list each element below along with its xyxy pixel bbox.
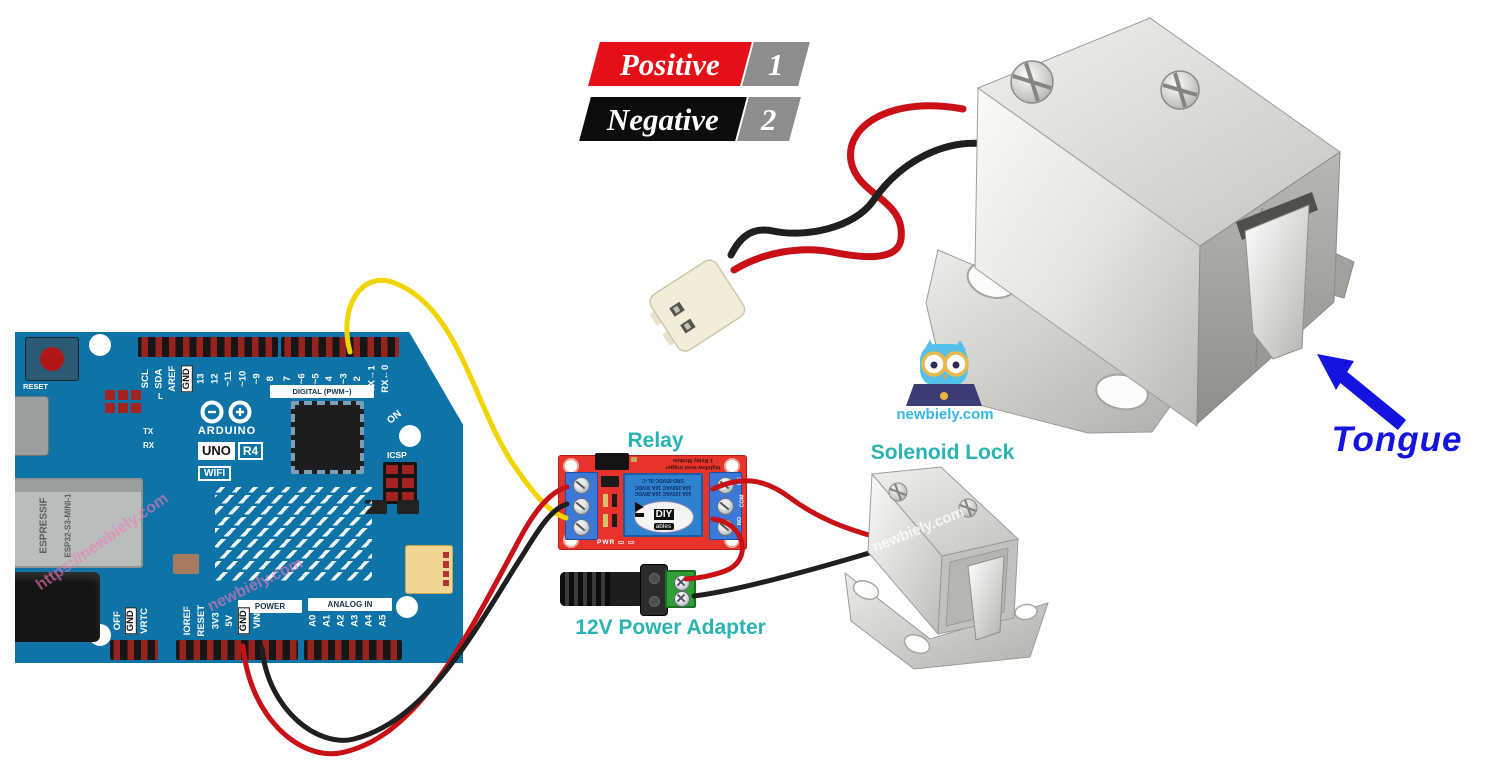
bottom-header-analog <box>304 640 402 660</box>
input-terminal-block <box>565 472 598 540</box>
positive-pin-box: 1 <box>742 42 810 86</box>
arduino-infinity-logo <box>200 400 252 424</box>
bottom-header-left <box>110 640 158 660</box>
bracket-hole <box>1014 603 1038 621</box>
mounting-hole <box>396 596 418 618</box>
power-adapter-jack <box>560 563 696 616</box>
power-strip-label: POWER <box>238 600 302 613</box>
resistor <box>612 494 617 507</box>
screw-icon <box>888 482 908 502</box>
diyables-glyph <box>635 502 644 517</box>
signal-wire-yellow <box>344 277 569 521</box>
adapter-annotation: 12V Power Adapter <box>575 616 766 639</box>
ic-chip <box>601 476 619 487</box>
led-l-label: L <box>158 392 163 401</box>
pwr-label: PWR ▭ ▭ <box>597 539 636 546</box>
big-lock-red-wire <box>730 102 967 274</box>
arduino-wordmark: ARDUINO <box>197 425 257 437</box>
positive-badge: Positive 1 <box>588 42 810 86</box>
screw-icon <box>573 519 590 536</box>
jumper <box>595 453 629 470</box>
qwiic-connector <box>405 545 453 594</box>
small-lock-tongue <box>967 555 1005 641</box>
screw-icon <box>674 591 690 607</box>
pad-grid <box>105 390 141 413</box>
analog-strip-label: ANALOG IN <box>308 598 392 611</box>
newbiely-site-label: newbiely.com <box>896 406 994 423</box>
jumper-pin <box>631 457 637 462</box>
r4-badge: R4 <box>237 442 264 460</box>
negative-pin-box: 2 <box>737 97 801 141</box>
big-solenoid-lock <box>925 17 1355 434</box>
diyables-logo: DIY ables <box>634 501 694 533</box>
barrel-plug <box>560 572 644 606</box>
reset-button[interactable] <box>25 337 79 381</box>
ables-text: ables <box>653 522 675 531</box>
two-pin-connector <box>649 259 746 352</box>
wifi-badge: WIFI <box>198 466 232 481</box>
gnd-wire-black <box>259 501 570 743</box>
negative-label-box: Negative <box>579 97 747 141</box>
relay-annotation: Relay <box>627 429 684 452</box>
newbiely-owl-logo <box>906 340 982 406</box>
big-lock-tongue <box>1244 204 1310 360</box>
relay-to-adapter-wire-red <box>683 516 745 582</box>
screw-icon <box>573 498 590 515</box>
digital-header-right <box>281 337 399 357</box>
big-lock-black-wire <box>727 139 997 259</box>
esp32-module: ESPRESSIF ESP32-S3-MINI-1 <box>15 478 143 568</box>
bracket-hole <box>903 633 931 655</box>
reset-button-cap[interactable] <box>40 347 64 371</box>
rx-label: RX <box>143 441 155 450</box>
screw-icon <box>573 477 590 494</box>
relay-to-solenoid-wire-red <box>710 478 879 540</box>
usb-connector <box>15 396 49 456</box>
capacitor <box>173 554 199 574</box>
resistor <box>603 494 608 507</box>
bottom-header-power <box>176 640 298 660</box>
relay-cube: 10A 125VAC 10A 28VDC 10A 250VAC 10A 30VD… <box>623 473 703 537</box>
mounting-hole <box>399 425 421 447</box>
small-solenoid-lock <box>844 466 1049 670</box>
screw-icon <box>958 498 978 518</box>
relay-module: high/low level trigger 1 Relay Module 10… <box>558 453 747 550</box>
tongue-arrow <box>1317 354 1407 431</box>
bracket-hole <box>852 579 880 601</box>
reset-label: RESET <box>23 382 49 391</box>
mcu-chip <box>291 401 364 474</box>
adapter-to-solenoid-wire-black <box>691 548 879 599</box>
transistor <box>397 500 419 514</box>
uno-badge: UNO <box>198 442 235 460</box>
icsp-label: ICSP <box>387 450 407 460</box>
mounting-hole <box>89 334 111 356</box>
model-badges: UNO R4 <box>198 442 264 460</box>
diy-text: DIY <box>653 508 675 520</box>
screw-icon <box>717 498 734 515</box>
led-matrix <box>215 487 372 583</box>
solenoid-annotation: Solenoid Lock <box>870 441 1015 464</box>
big-lock-wires-layer <box>649 17 1355 434</box>
positive-label-box: Positive <box>588 42 752 86</box>
digital-pwm-strip: DIGITAL (PWM~) <box>270 385 374 398</box>
digital-header-left <box>138 337 278 357</box>
resistor <box>603 514 608 527</box>
screw-icon <box>1010 60 1054 104</box>
tongue-annotation: Tongue <box>1331 420 1463 459</box>
tx-label: TX <box>143 427 154 436</box>
icsp-header <box>383 462 417 504</box>
screw-icon <box>1160 70 1200 110</box>
resistor <box>612 514 617 527</box>
power-jack <box>15 572 100 642</box>
negative-badge: Negative 2 <box>579 97 801 141</box>
